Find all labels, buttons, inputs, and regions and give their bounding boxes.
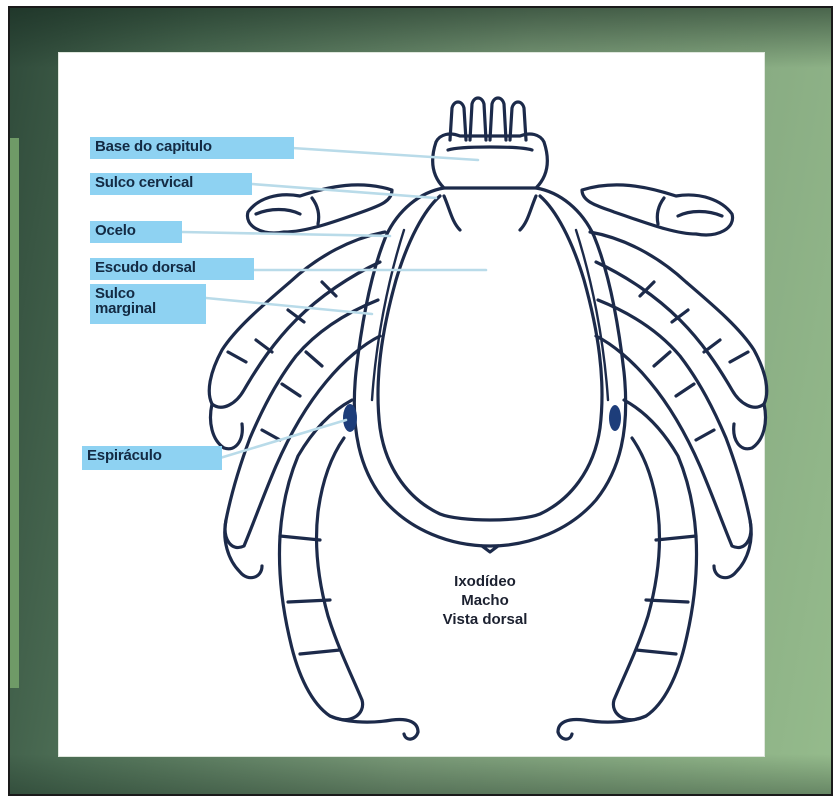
diagram-caption: Ixodídeo Macho Vista dorsal [405, 572, 565, 629]
label-ocelo: Ocelo [90, 221, 182, 243]
label-sulco-marginal: Sulco marginal [90, 284, 206, 324]
label-escudo-dorsal: Escudo dorsal [90, 258, 254, 280]
capitulum [433, 98, 548, 188]
right-leg-1 [582, 185, 733, 235]
label-sulco-cervical: Sulco cervical [90, 173, 252, 195]
right-leg-4 [558, 400, 697, 739]
label-base-capitulo: Base do capitulo [90, 137, 294, 159]
caption-line-3: Vista dorsal [405, 610, 565, 629]
caption-line-1: Ixodídeo [405, 572, 565, 591]
body-outline [354, 188, 625, 552]
caption-line-2: Macho [405, 591, 565, 610]
left-leg-4 [279, 400, 418, 739]
label-espiraculo: Espiráculo [82, 446, 222, 470]
marginal-groove [372, 230, 608, 400]
left-spiracle [343, 404, 357, 432]
scutum [378, 196, 602, 520]
right-spiracle [609, 405, 621, 431]
